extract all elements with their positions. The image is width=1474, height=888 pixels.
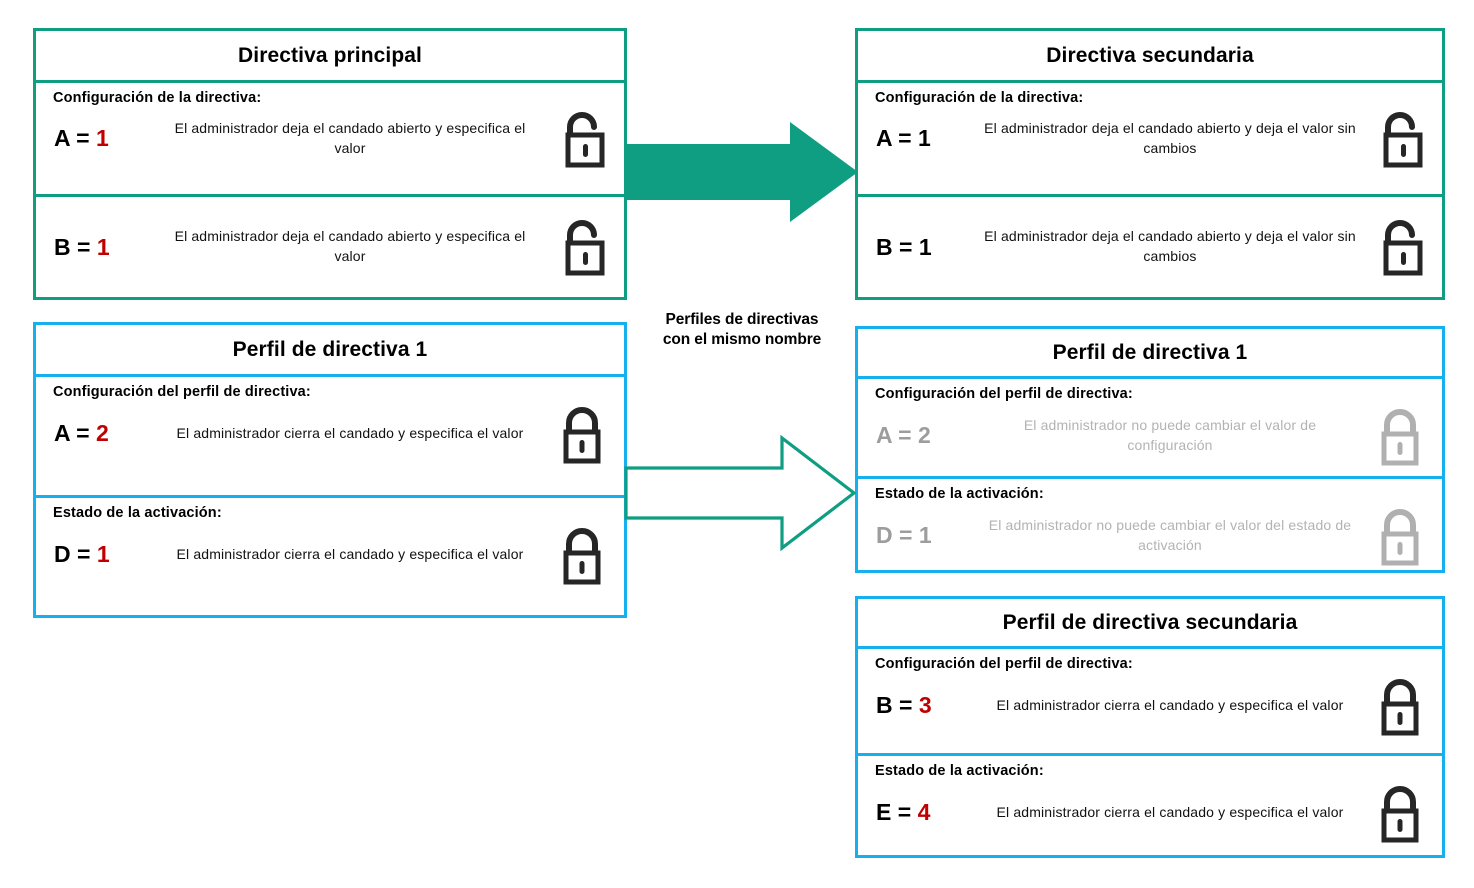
setting-value: 2 [95,420,109,447]
setting-description: El administrador cierra el candado y esp… [996,803,1344,820]
lock-open-icon [546,109,618,169]
policy-setting-row: Configuración del perfil de directiva: B… [858,649,1442,753]
setting-key-value: B = 1 [858,234,976,261]
policy-setting-row: Configuración de la directiva: A = 1 El … [36,83,624,194]
setting-value: 1 [918,233,932,260]
setting-description: El administrador deja el candado abierto… [984,119,1356,156]
setting-description: El administrador deja el candado abierto… [984,228,1356,264]
setting-value: 4 [917,799,931,826]
panel-title: Perfil de directiva 1 [36,325,624,377]
setting-value: 1 [96,541,110,568]
setting-key-value: A = 1 [36,125,154,152]
setting-key-value: A = 2 [858,422,976,449]
row-heading: Estado de la activación: [875,763,1044,779]
row-heading: Configuración de la directiva: [875,90,1084,106]
row-heading: Configuración del perfil de directiva: [875,386,1133,402]
lock-closed-icon [546,524,618,586]
setting-key: D = [876,522,919,549]
lock-closed-icon [1364,675,1436,737]
lock-open-icon [546,217,618,277]
setting-description: El administrador no puede cambiar el val… [988,516,1352,553]
setting-key-value: A = 2 [36,420,154,447]
setting-description: El administrador deja el candado abierto… [174,228,526,264]
policy-setting-row: Estado de la activación: D = 1 El admini… [36,495,624,615]
setting-key: A = [54,420,96,447]
center-annotation-line2: con el mismo nombre [662,331,822,349]
arrow-inherit-policy-settings [626,122,858,222]
setting-key: A = [54,125,96,152]
setting-value: 1 [96,233,110,260]
setting-key-value: D = 1 [858,522,976,549]
policy-setting-row: B = 1 El administrador deja el candado a… [858,194,1442,297]
panel-policy-profile-1-right: Perfil de directiva 1 Configuración del … [855,326,1445,573]
panel-title: Perfil de directiva secundaria [858,599,1442,649]
setting-description: El administrador cierra el candado y esp… [176,424,524,441]
row-heading: Configuración de la directiva: [53,90,262,106]
setting-key-value: A = 1 [858,125,976,152]
panel-title: Directiva secundaria [858,31,1442,83]
row-heading: Configuración del perfil de directiva: [875,656,1133,672]
lock-closed-icon [1364,505,1436,567]
lock-closed-icon [1364,405,1436,467]
row-heading: Configuración del perfil de directiva: [53,384,311,400]
policy-setting-row: B = 1 El administrador deja el candado a… [36,194,624,297]
policy-setting-row: Configuración del perfil de directiva: A… [858,379,1442,476]
setting-key-value: B = 1 [36,234,154,261]
policy-setting-row: Estado de la activación: E = 4 El admini… [858,753,1442,858]
panel-parent-policy: Directiva principal Configuración de la … [33,28,627,300]
setting-key: B = [876,692,919,719]
center-annotation: Perfiles de directivas con el mismo nomb… [636,310,848,350]
setting-value: 3 [918,692,932,719]
setting-key-value: B = 3 [858,692,976,719]
setting-value: 1 [95,125,109,152]
setting-key: B = [876,233,919,260]
setting-description: El administrador cierra el candado y esp… [176,545,524,562]
setting-key: E = [876,799,918,826]
setting-key: A = [876,125,918,152]
row-heading: Estado de la activación: [53,505,222,521]
setting-description: El administrador deja el candado abierto… [174,119,526,156]
policy-setting-row: Configuración del perfil de directiva: A… [36,377,624,495]
setting-description: El administrador cierra el candado y esp… [996,696,1344,713]
setting-key-value: D = 1 [36,541,154,568]
lock-closed-icon [1364,782,1436,844]
setting-value: 2 [917,422,931,449]
setting-key: B = [54,233,97,260]
panel-child-policy: Directiva secundaria Configuración de la… [855,28,1445,300]
lock-open-icon [1364,217,1436,277]
setting-key: A = [876,422,918,449]
panel-child-policy-profile: Perfil de directiva secundaria Configura… [855,596,1445,858]
policy-setting-row: Configuración de la directiva: A = 1 El … [858,83,1442,194]
panel-title: Directiva principal [36,31,624,83]
setting-value: 1 [917,125,931,152]
arrow-inherit-profile-settings [624,434,857,552]
policy-setting-row: Estado de la activación: D = 1 El admini… [858,476,1442,570]
setting-description: El administrador no puede cambiar el val… [1023,416,1317,453]
setting-key: D = [54,541,97,568]
panel-policy-profile-1-left: Perfil de directiva 1 Configuración del … [33,322,627,618]
lock-open-icon [1364,109,1436,169]
center-annotation-line1: Perfiles de directivas [665,311,819,328]
row-heading: Estado de la activación: [875,486,1044,502]
setting-value: 1 [918,522,932,549]
setting-key-value: E = 4 [858,799,976,826]
lock-closed-icon [546,403,618,465]
panel-title: Perfil de directiva 1 [858,329,1442,379]
